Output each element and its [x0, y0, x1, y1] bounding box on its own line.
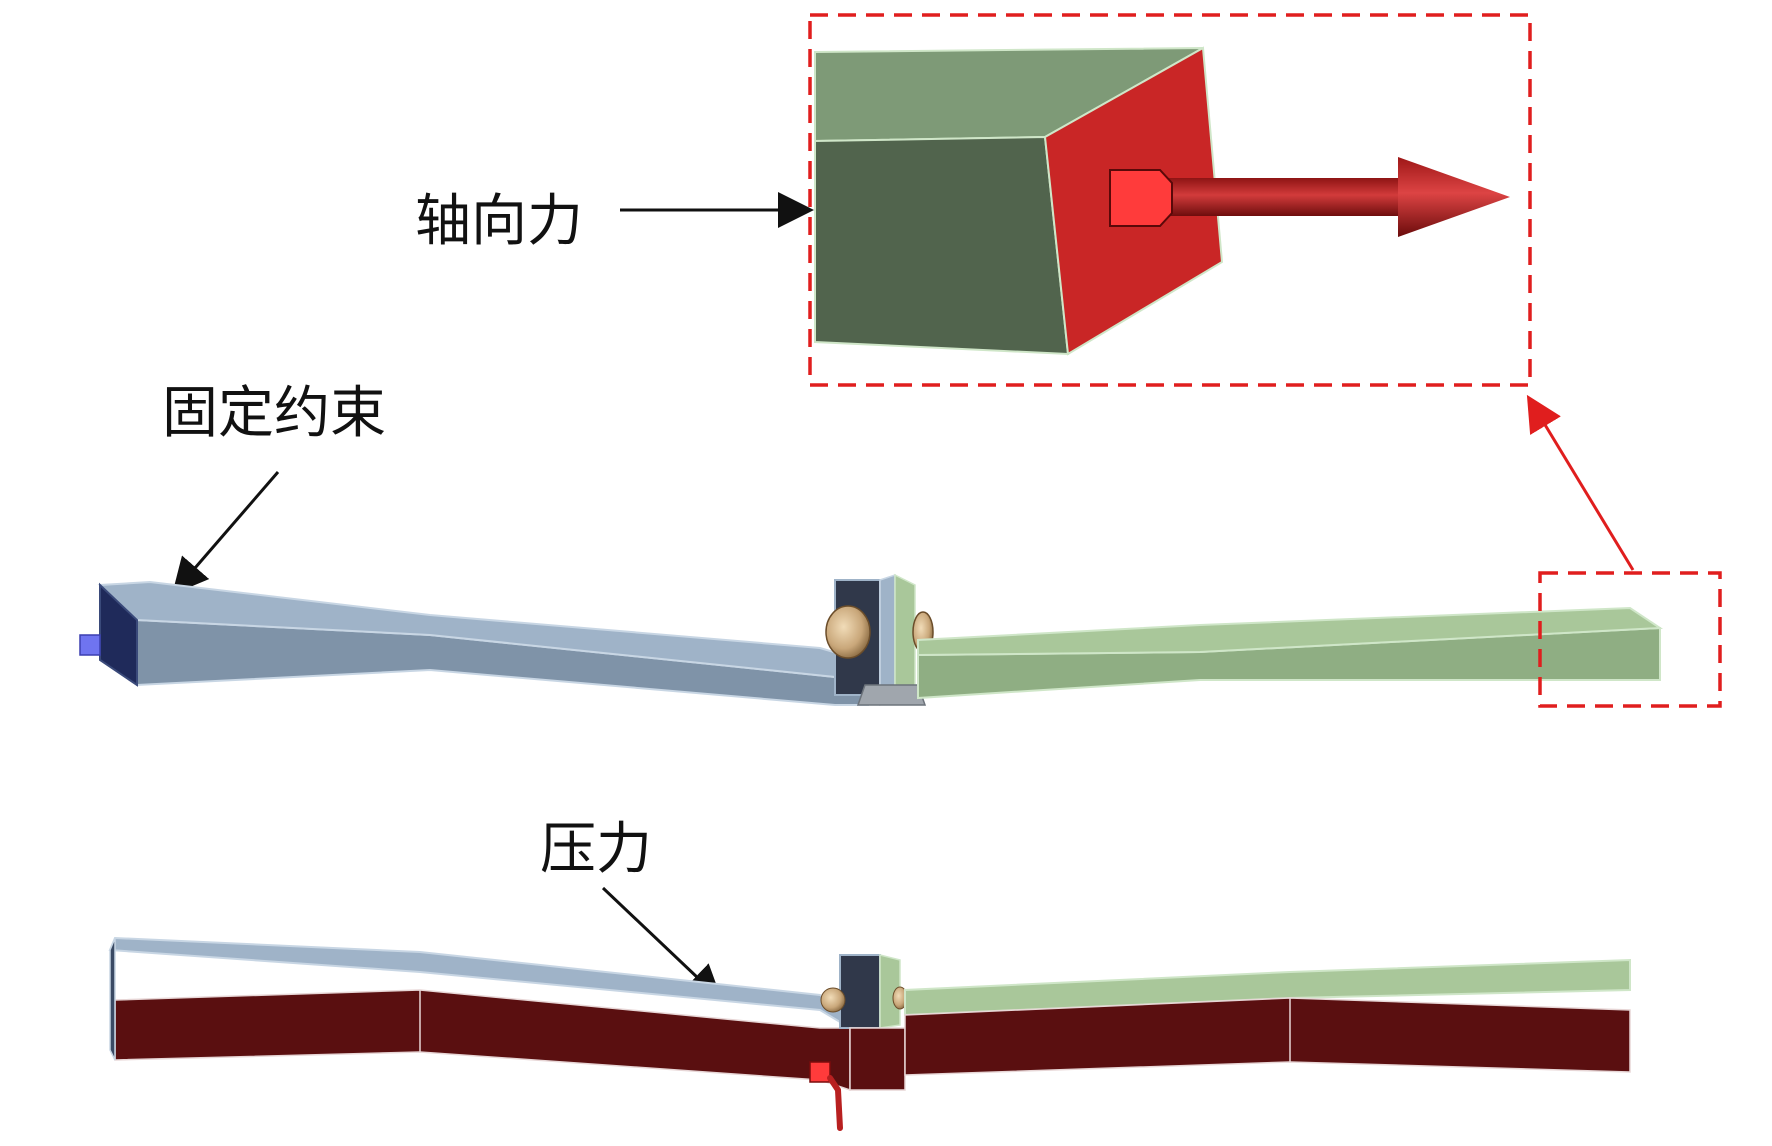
axial-force-label: 轴向力	[415, 189, 583, 254]
detail-link-arrow	[1526, 394, 1635, 571]
axial-force-detail	[808, 13, 1532, 387]
detail-box-front-face	[814, 135, 1070, 356]
bottom-left-end-face	[109, 937, 116, 1061]
pressure-arrow-icon	[809, 1061, 843, 1131]
bottom-center-bracket	[839, 954, 881, 1029]
bottom-bushing-icon	[820, 987, 846, 1013]
bottom-center-plate	[879, 954, 901, 1029]
center-plate-green	[894, 573, 916, 701]
fixed-constraint-pointer	[172, 471, 280, 595]
right-beam-top	[917, 606, 1664, 657]
beam-model-constraint-view	[79, 571, 1722, 708]
fixed-constraint-marker-icon	[79, 634, 101, 656]
bottom-right-beam-side	[904, 997, 1631, 1076]
bottom-left-beam-side	[114, 989, 851, 1092]
loaded-end-marker-frame	[1538, 571, 1722, 708]
fixed-constraint-label: 固定约束	[162, 381, 386, 446]
bottom-center-block	[849, 1027, 906, 1091]
beam-model-pressure-view	[108, 936, 1631, 1131]
axial-force-arrow-icon	[1109, 157, 1510, 237]
center-base	[856, 684, 927, 706]
pressure-label: 压力	[540, 817, 652, 882]
bushing-icon	[825, 605, 871, 659]
pressure-pointer	[601, 886, 723, 1002]
